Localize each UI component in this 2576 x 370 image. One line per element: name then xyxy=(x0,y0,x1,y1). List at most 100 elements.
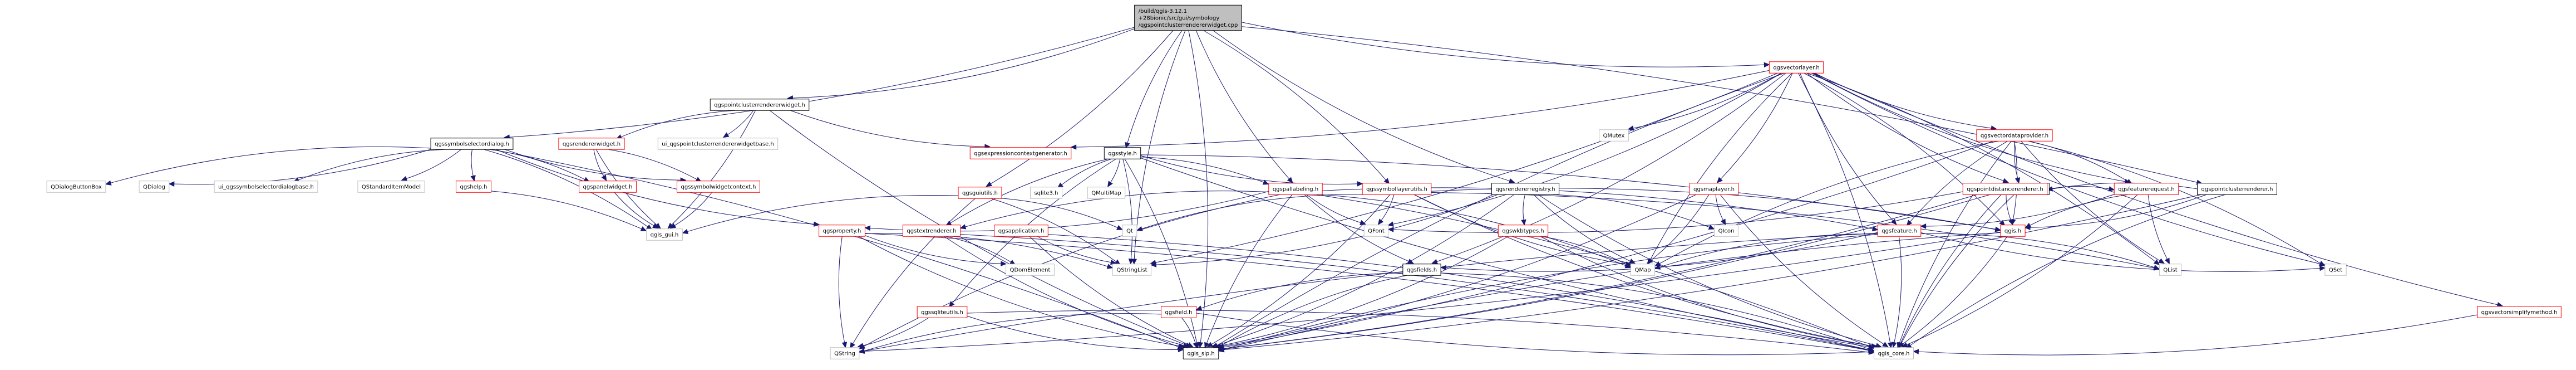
edge-line xyxy=(1800,73,1894,221)
edge-line xyxy=(491,149,1179,347)
node-qgis-sip-h[interactable]: qgis_sip.h xyxy=(1183,347,1219,359)
edge-qgssymbollayerutils-h-to-qfont xyxy=(1377,194,1395,225)
node-qgsvectordataprovider-h[interactable]: qgsvectordataprovider.h xyxy=(1976,129,2053,142)
node-qgsfeature-h[interactable]: qgsfeature.h xyxy=(1877,225,1922,237)
node-qstandarditemmodel[interactable]: QStandardItemModel xyxy=(357,181,425,193)
node-ui-qgspointclusterrendererwidgetbase-h[interactable]: ui_qgspointclusterrendererwidgetbase.h xyxy=(657,138,779,150)
edge-root-to-qgssymbollayerutils-h xyxy=(1203,30,1390,184)
edge-qgsapplication-h-to-qstringlist xyxy=(1037,236,1117,265)
edge-qgsstyle-h-to-qgspallabeling-h xyxy=(1140,157,1269,185)
edge-line xyxy=(991,198,1116,262)
edge-line xyxy=(1811,72,2321,265)
node-qdomelement[interactable]: QDomElement xyxy=(1006,264,1055,276)
edge-qgsrendererregistry-h-to-qgis-core-h xyxy=(1538,194,1882,348)
edge-line xyxy=(865,235,1001,264)
edge-line xyxy=(1316,194,1870,347)
node-qdialog[interactable]: QDialog xyxy=(139,181,170,193)
arrowhead-icon xyxy=(1920,223,1927,229)
arrowhead-icon xyxy=(1647,257,1653,264)
node-label: qgsmaplayer.h xyxy=(1693,186,1735,192)
node-qgsapplication-h[interactable]: qgsapplication.h xyxy=(994,225,1048,237)
node-qmap[interactable]: QMap xyxy=(1631,264,1655,276)
edge-root-to-qgsguiutils-h xyxy=(986,30,1174,187)
node-qgsrendererwidget-h[interactable]: qgsrendererwidget.h xyxy=(558,138,625,150)
node-qicon[interactable]: QIcon xyxy=(1714,225,1738,237)
arrowhead-icon xyxy=(858,348,865,354)
node-label: QIcon xyxy=(1718,228,1735,234)
edge-line xyxy=(1140,157,1264,183)
edge-line xyxy=(1155,72,1778,263)
node-qgspallabeling-h[interactable]: qgspallabeling.h xyxy=(1268,183,1323,195)
node-qgsexpressioncontextgenerator-h[interactable]: qgsexpressioncontextgenerator.h xyxy=(969,147,1072,159)
node-box xyxy=(902,225,961,237)
node-qgsrendererregistry-h[interactable]: qgsrendererregistry.h xyxy=(1491,183,1560,195)
node-root[interactable]: /build/qgis-3.12.1+28bionic/src/gui/symb… xyxy=(1134,4,1242,31)
edge-line xyxy=(1413,194,1872,347)
node-ui-qgssymbolselectordialogbase-h[interactable]: ui_qgssymbolselectordialogbase.h xyxy=(214,181,318,193)
arrowhead-icon xyxy=(1204,342,1210,349)
node-qgsmaplayer-h[interactable]: qgsmaplayer.h xyxy=(1689,183,1739,195)
node-qgsfeaturerequest-h[interactable]: qgsfeaturerequest.h xyxy=(2114,183,2179,195)
node-sqlite3-h[interactable]: sqlite3.h xyxy=(1030,187,1063,199)
node-qlist[interactable]: QList xyxy=(2159,264,2182,276)
node-qgstextrenderer-h[interactable]: qgstextrenderer.h xyxy=(902,225,961,237)
node-qdialogbuttonbox[interactable]: QDialogButtonBox xyxy=(46,181,106,193)
arrowhead-icon xyxy=(1716,177,1723,183)
arrowhead-icon xyxy=(470,175,476,182)
node-qgis-gui-h[interactable]: qgis_gui.h xyxy=(646,228,683,241)
node-box xyxy=(357,181,425,193)
node-qgspointclusterrendererwidget-h[interactable]: qgspointclusterrendererwidget.h xyxy=(710,99,810,111)
node-qstringlist[interactable]: QStringList xyxy=(1112,264,1152,276)
edge-line xyxy=(174,149,431,185)
node-qgsguiutils-h[interactable]: qgsguiutils.h xyxy=(958,187,1002,199)
node-box xyxy=(830,347,860,359)
edge-qgsproperty-h-to-qstringlist xyxy=(865,233,1114,269)
edge-qgssymbolselectordialog-h-to-qstandarditemmodel xyxy=(401,149,462,181)
node-qmultimap[interactable]: QMultiMap xyxy=(1087,187,1126,199)
edge-qgsapplication-h-to-qgis-sip-h xyxy=(1029,236,1194,347)
node-qgsproperty-h[interactable]: qgsproperty.h xyxy=(819,225,865,237)
edge-line xyxy=(960,234,1869,350)
node-qgsstyle-h[interactable]: qgsstyle.h xyxy=(1104,147,1141,159)
node-qgssymbollayerutils-h[interactable]: qgssymbollayerutils.h xyxy=(1362,183,1432,195)
edge-line xyxy=(1436,72,1786,262)
node-qgis-h[interactable]: qgis.h xyxy=(2000,225,2026,237)
edge-line xyxy=(1076,70,1770,148)
edge-line xyxy=(1061,158,1112,186)
node-qstring[interactable]: QString xyxy=(830,347,860,359)
edge-qgsrendererregistry-h-to-qicon xyxy=(1553,194,1715,230)
edge-line xyxy=(952,158,1116,304)
node-qgswkbtypes-h[interactable]: qgswkbtypes.h xyxy=(1498,225,1549,237)
node-qmutex[interactable]: QMutex xyxy=(1599,129,1629,142)
node-box xyxy=(579,181,637,193)
edge-line xyxy=(1812,72,2126,182)
node-qgspointdistancerenderer-h[interactable]: qgspointdistancerenderer.h xyxy=(1962,183,2048,195)
node-qgsfields-h[interactable]: qgsfields.h xyxy=(1402,264,1441,276)
node-qset[interactable]: QSet xyxy=(2324,264,2347,276)
edge-line xyxy=(1140,157,1869,348)
node-qgsvectorlayer-h[interactable]: qgsvectorlayer.h xyxy=(1769,61,1824,74)
node-box xyxy=(657,138,779,150)
node-qt[interactable]: Qt xyxy=(1122,225,1137,237)
node-qgssqliteutils-h[interactable]: qgssqliteutils.h xyxy=(917,306,968,318)
node-box xyxy=(1087,187,1126,199)
edge-qgspointdistancerenderer-h-to-qfont xyxy=(1387,191,1963,233)
arrowhead-icon xyxy=(722,132,730,138)
node-qgspointclusterrenderer-h[interactable]: qgspointclusterrenderer.h xyxy=(2197,183,2277,195)
edge-qgssymbolselectordialog-h-to-qdialogbuttonbox xyxy=(105,146,431,186)
edge-line xyxy=(484,149,648,227)
node-qgssymbolwidgetcontext-h[interactable]: qgssymbolwidgetcontext.h xyxy=(677,181,760,193)
edge-qgstextrenderer-h-to-qgis-core-h xyxy=(960,234,1875,353)
node-qgis-core-h[interactable]: qgis_core.h xyxy=(1874,347,1914,359)
arrowhead-icon xyxy=(1377,218,1384,225)
edge-qgssqliteutils-h-to-qgis-core-h xyxy=(967,310,1875,355)
node-qgsfield-h[interactable]: qgsfield.h xyxy=(1161,306,1196,318)
edge-qgswkbtypes-h-to-qmap xyxy=(1540,236,1632,267)
node-label: qgsvectorlayer.h xyxy=(1773,65,1819,71)
edge-line xyxy=(727,110,754,135)
node-qgssymbolselectordialog-h[interactable]: qgssymbolselectordialog.h xyxy=(430,138,514,150)
node-qfont[interactable]: QFont xyxy=(1363,225,1389,237)
node-qgshelp-h[interactable]: qgshelp.h xyxy=(455,181,492,193)
node-qgsvectorsimplifymethod-h[interactable]: qgsvectorsimplifymethod.h xyxy=(2477,306,2562,318)
node-qgspanelwidget-h[interactable]: qgspanelwidget.h xyxy=(579,181,637,193)
